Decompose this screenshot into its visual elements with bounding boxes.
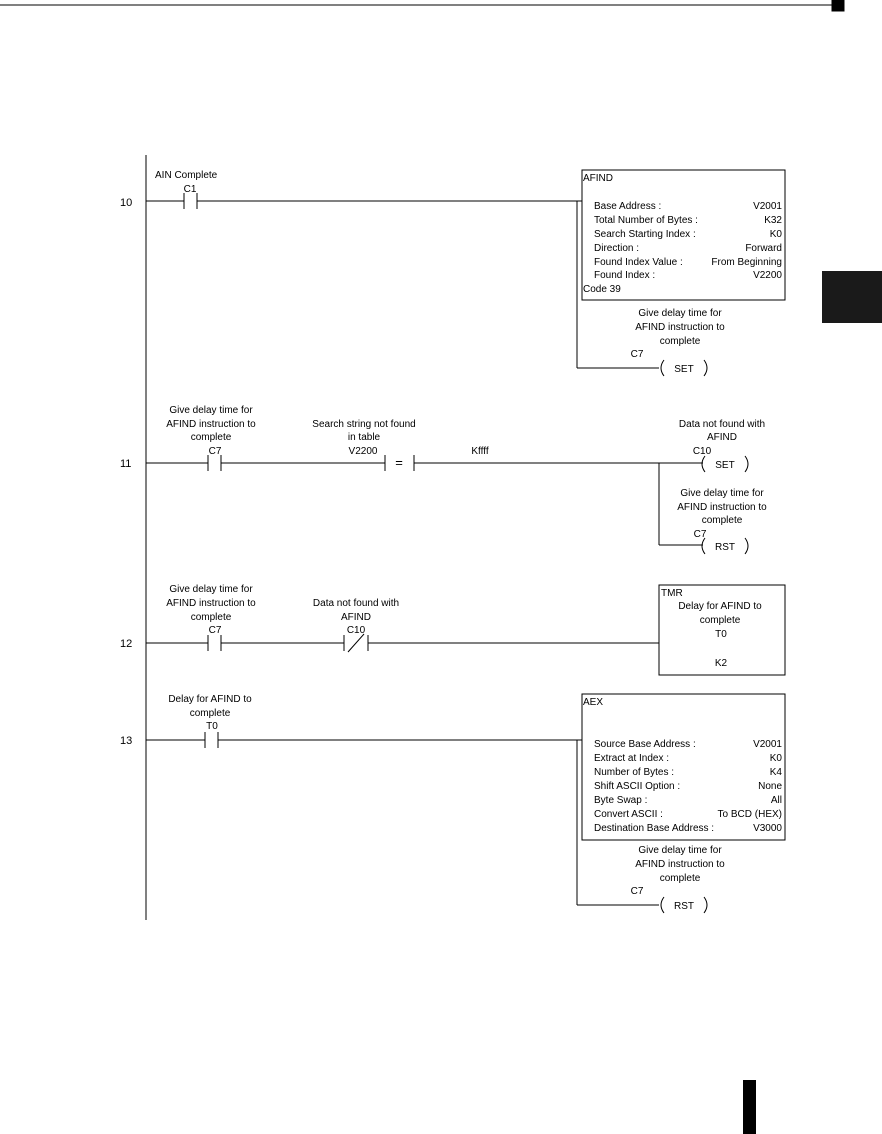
timer-address: T0 <box>715 629 727 640</box>
contact-comment: complete <box>191 432 232 443</box>
coil-address: C10 <box>693 446 712 457</box>
param-label: Direction : <box>594 243 639 254</box>
contact-address: C10 <box>347 625 366 636</box>
rung-number: 10 <box>120 197 132 209</box>
param-label: Convert ASCII : <box>594 809 663 820</box>
compare-operator: = <box>395 455 403 470</box>
coil-comment: complete <box>702 515 743 526</box>
param-label: Byte Swap : <box>594 795 647 806</box>
no-contact-c1[interactable] <box>183 193 198 209</box>
param-label: Base Address : <box>594 201 661 212</box>
tmr-instruction-box[interactable]: TMR Delay for AFIND to complete T0 K2 <box>658 584 786 676</box>
coil-comment: Give delay time for <box>638 845 722 856</box>
contact-comment: Give delay time for <box>169 405 253 416</box>
param-label: Source Base Address : <box>594 739 696 750</box>
rung-11: 11 Give delay time for AFIND instruction… <box>120 405 767 555</box>
coil-comment: Data not found with <box>679 419 765 430</box>
no-contact-t0[interactable] <box>204 732 219 748</box>
compare-value: Kffff <box>471 446 488 457</box>
param-value: K0 <box>770 229 783 240</box>
contact-address: C7 <box>209 625 222 636</box>
rung-number: 13 <box>120 735 132 747</box>
param-label: Destination Base Address : <box>594 823 714 834</box>
param-value: V3000 <box>753 823 782 834</box>
param-label: Total Number of Bytes : <box>594 215 698 226</box>
contact-comment: complete <box>191 612 232 623</box>
coil-comment: complete <box>660 336 701 347</box>
timer-preset: K2 <box>715 658 728 669</box>
coil-comment: Give delay time for <box>680 488 764 499</box>
coil-address: C7 <box>631 349 644 360</box>
contact-comment: AFIND <box>341 612 371 623</box>
afind-instruction-box[interactable]: AFIND Base Address : V2001 Total Number … <box>581 169 786 301</box>
box-title: AEX <box>583 697 603 708</box>
top-rule-end-block <box>831 0 845 12</box>
param-value: K32 <box>764 215 782 226</box>
compare-comment: in table <box>348 432 381 443</box>
coil-type: SET <box>715 460 734 471</box>
rung-12: 12 Give delay time for AFIND instruction… <box>120 584 786 676</box>
coil-comment: AFIND instruction to <box>635 322 725 333</box>
param-label: Extract at Index : <box>594 753 669 764</box>
page-edge-bar <box>743 1080 756 1134</box>
param-value: K0 <box>770 753 783 764</box>
param-value: None <box>758 781 782 792</box>
coil-comment: AFIND instruction to <box>677 502 767 513</box>
rung-number: 11 <box>120 458 131 470</box>
contact-comment: Give delay time for <box>169 584 253 595</box>
param-value: From Beginning <box>711 257 782 268</box>
no-contact-c7[interactable] <box>207 635 222 651</box>
coil-type: RST <box>674 901 694 912</box>
contact-comment: AFIND instruction to <box>166 419 256 430</box>
contact-comment: Data not found with <box>313 598 399 609</box>
box-code: Code 39 <box>583 284 621 295</box>
coil-address: C7 <box>694 529 707 540</box>
coil-address: C7 <box>631 886 644 897</box>
coil-comment: Give delay time for <box>638 308 722 319</box>
box-comment: Delay for AFIND to <box>678 601 762 612</box>
param-value: V2200 <box>753 270 782 281</box>
rst-coil-c7[interactable]: RST <box>701 537 749 555</box>
contact-address: C1 <box>184 184 197 195</box>
param-label: Found Index Value : <box>594 257 683 268</box>
coil-comment: AFIND <box>707 432 737 443</box>
no-contact-c7[interactable] <box>207 455 222 471</box>
param-value: K4 <box>770 767 783 778</box>
contact-address: C7 <box>209 446 222 457</box>
equal-compare-contact[interactable]: = <box>384 455 415 471</box>
param-value: All <box>771 795 782 806</box>
rung-number: 12 <box>120 638 132 650</box>
box-title: AFIND <box>583 173 613 184</box>
compare-comment: Search string not found <box>312 419 415 430</box>
rst-coil-c7[interactable]: RST <box>660 896 708 914</box>
param-label: Shift ASCII Option : <box>594 781 680 792</box>
param-value: V2001 <box>753 739 782 750</box>
param-label: Search Starting Index : <box>594 229 696 240</box>
contact-comment: Delay for AFIND to <box>168 694 252 705</box>
coil-type: SET <box>674 364 693 375</box>
param-label: Number of Bytes : <box>594 767 674 778</box>
param-value: V2001 <box>753 201 782 212</box>
contact-comment: complete <box>190 708 231 719</box>
set-coil-c10[interactable]: SET <box>701 455 749 473</box>
nc-contact-c10[interactable] <box>343 633 369 653</box>
param-value: To BCD (HEX) <box>718 809 782 820</box>
box-title: TMR <box>661 588 683 599</box>
aex-instruction-box[interactable]: AEX Source Base Address : V2001 Extract … <box>581 693 786 841</box>
compare-address: V2200 <box>349 446 378 457</box>
contact-comment: AFIND instruction to <box>166 598 256 609</box>
box-comment: complete <box>700 615 741 626</box>
coil-type: RST <box>715 542 735 553</box>
rung-10: 10 AIN Complete C1 AFIND Base Address : … <box>120 169 786 377</box>
rung-13: 13 Delay for AFIND to complete T0 AEX So… <box>120 693 786 914</box>
contact-address: T0 <box>206 721 218 732</box>
chapter-tab-block <box>822 271 882 323</box>
coil-comment: AFIND instruction to <box>635 859 725 870</box>
param-label: Found Index : <box>594 270 655 281</box>
coil-comment: complete <box>660 873 701 884</box>
contact-label: AIN Complete <box>155 170 218 181</box>
param-value: Forward <box>745 243 782 254</box>
set-coil-c7[interactable]: SET <box>660 359 708 377</box>
